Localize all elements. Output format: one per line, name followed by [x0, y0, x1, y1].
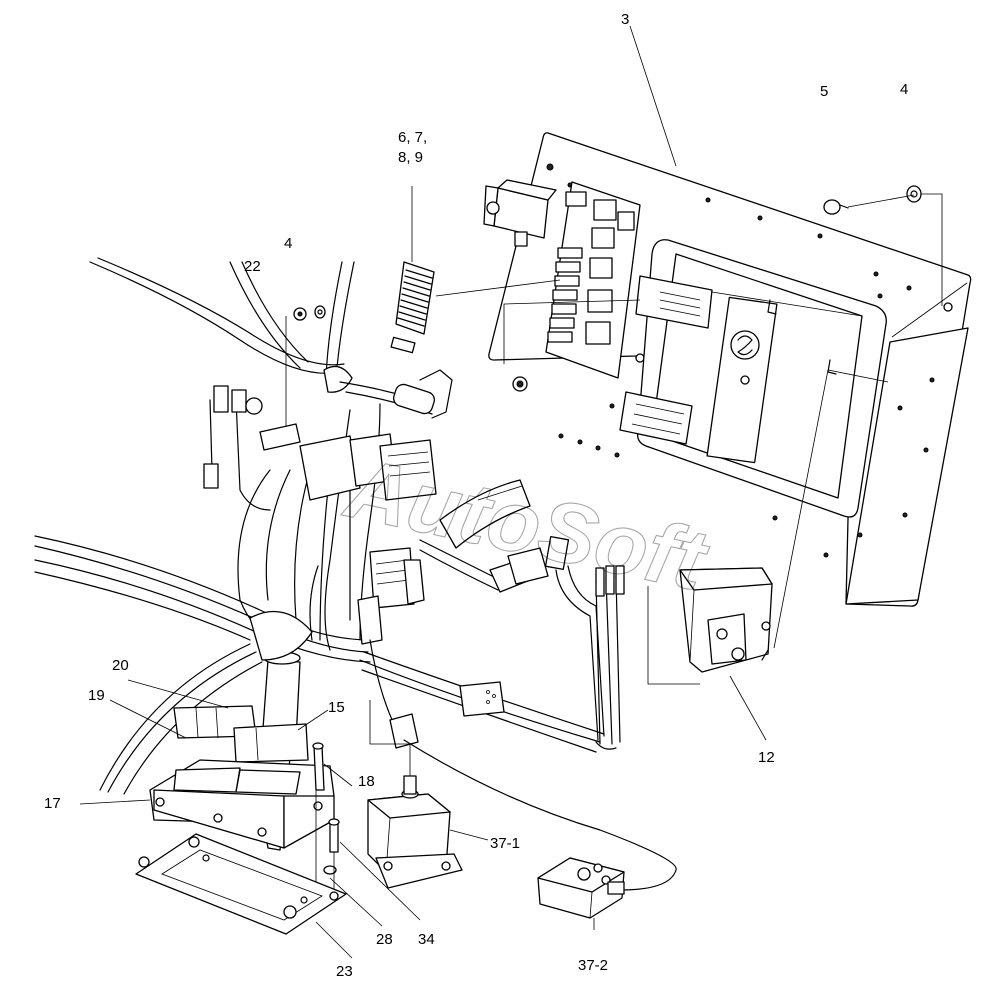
- callout-28: 28: [376, 931, 393, 948]
- callout-4-top: 4: [900, 81, 908, 98]
- screw-34: [328, 818, 340, 853]
- fuse-strip: [390, 261, 435, 354]
- panel-holes: [512, 163, 953, 558]
- screw-18: [312, 742, 325, 791]
- callout-18: 18: [358, 773, 375, 790]
- callout-22: 22: [244, 258, 261, 275]
- callout-37-1: 37-1: [490, 835, 520, 852]
- logo-icon: [730, 330, 760, 360]
- relay-fuse-board: [483, 179, 641, 379]
- leader-lines: [79, 25, 767, 959]
- connector-upper: [635, 275, 713, 329]
- callout-19: 19: [88, 687, 105, 704]
- switch-37-1: [367, 775, 463, 889]
- callout-6-7: 6, 7,: [398, 129, 427, 146]
- bracket-17: [149, 759, 335, 849]
- wire-harness: [34, 257, 677, 891]
- bolt-5: [823, 199, 849, 215]
- relay-box-12: [679, 567, 773, 673]
- base-plate-23: [135, 833, 347, 935]
- callout-labels: 3 5 4 6, 7, 8, 9 22 4 20 19 15 18 17 12 …: [44, 11, 908, 980]
- relay-sockets: [565, 191, 635, 345]
- callout-20: 20: [112, 657, 129, 674]
- callout-15: 15: [328, 699, 345, 716]
- callout-17: 17: [44, 795, 61, 812]
- relay-block: [483, 179, 557, 247]
- nut-22: [293, 307, 307, 321]
- callout-34: 34: [418, 931, 435, 948]
- sensor-37-2: [537, 857, 625, 919]
- callout-37-2: 37-2: [578, 957, 608, 974]
- clamp-block-19-20: [173, 705, 309, 763]
- callout-4-left: 4: [284, 235, 292, 252]
- fuse-column: [547, 247, 583, 343]
- callout-3: 3: [621, 11, 629, 28]
- callout-8-9: 8, 9: [398, 149, 423, 166]
- display-controller: [619, 239, 887, 518]
- washer-28: [323, 865, 337, 875]
- washer-4b: [314, 305, 326, 319]
- callout-5: 5: [820, 83, 828, 100]
- callout-12: 12: [758, 749, 775, 766]
- callout-23: 23: [336, 963, 353, 980]
- washer-4: [906, 185, 922, 203]
- connector-lower: [619, 391, 693, 445]
